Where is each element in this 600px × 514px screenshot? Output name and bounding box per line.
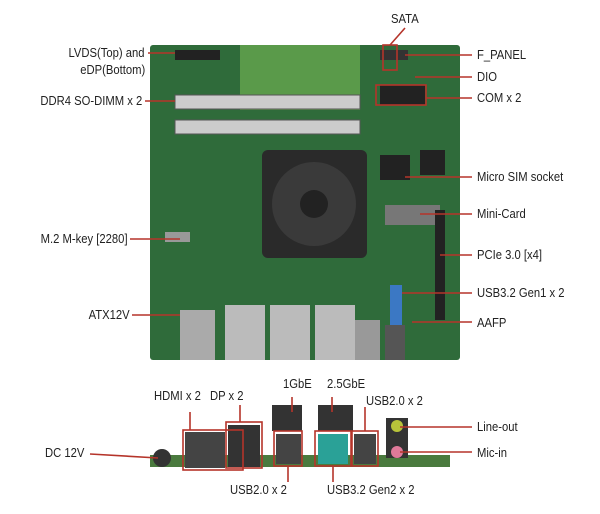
label-usb20-bottom: USB2.0 x 2: [230, 483, 287, 497]
label-pcie: PCIe 3.0 [x4]: [477, 248, 543, 262]
motherboard-top-view: [150, 45, 460, 360]
callout-lines: [89, 27, 472, 482]
label-aafp: AAFP: [477, 316, 507, 330]
label-dp: DP x 2: [210, 389, 244, 403]
rear-io-view: [150, 405, 450, 468]
label-sata: SATA: [391, 12, 419, 26]
label-2-5gbe: 2.5GbE: [327, 377, 366, 391]
label-usb32-gen1: USB3.2 Gen1 x 2: [477, 286, 565, 300]
label-hdmi: HDMI x 2: [154, 389, 201, 403]
label-f-panel: F_PANEL: [477, 48, 527, 62]
label-mic-in: Mic-in: [477, 446, 508, 460]
label-m2: M.2 M-key [2280]: [41, 232, 128, 246]
label-usb32-gen2: USB3.2 Gen2 x 2: [327, 483, 415, 497]
label-ddr4: DDR4 SO-DIMM x 2: [40, 94, 142, 108]
label-com: COM x 2: [477, 91, 522, 105]
label-line-out: Line-out: [477, 420, 518, 434]
label-micro-sim: Micro SIM socket: [477, 170, 564, 184]
label-dc12v: DC 12V: [45, 446, 85, 460]
label-dio: DIO: [477, 70, 498, 84]
label-edp: eDP(Bottom): [79, 63, 145, 77]
label-mini-card: Mini-Card: [477, 207, 526, 221]
label-lvds: LVDS(Top) and: [68, 46, 145, 60]
label-usb20-top: USB2.0 x 2: [366, 394, 423, 408]
label-atx12v: ATX12V: [88, 308, 130, 322]
label-1gbe: 1GbE: [283, 377, 312, 391]
